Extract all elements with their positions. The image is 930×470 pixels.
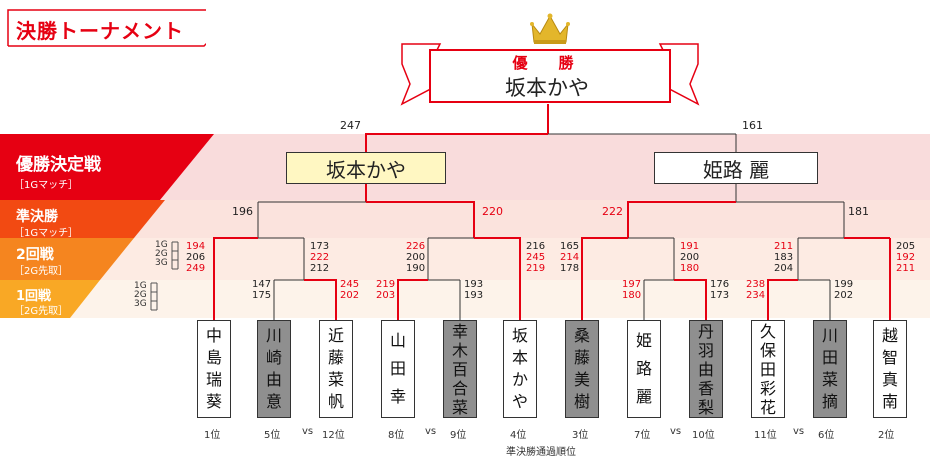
champion-name: 坂本かや <box>505 76 589 100</box>
round-label-first: 1回戦 <box>16 289 52 304</box>
player-rank: 12位 <box>322 430 345 441</box>
player-rank: 7位 <box>634 430 651 441</box>
player-box: 久保田彩花 <box>751 320 785 418</box>
final-right-name: 姫路 麗 <box>654 152 818 184</box>
vs-label: vs <box>425 426 437 437</box>
player-box: 桑藤美樹 <box>565 320 599 418</box>
footnote: 準決勝通過順位 <box>506 447 576 458</box>
round-label-final: 優勝決定戦 <box>16 155 101 175</box>
round-sub-second: ［2G先取］ <box>14 266 69 277</box>
player-box: 丹羽由香梨 <box>689 320 723 418</box>
semi1-right-score: 220 <box>482 205 503 218</box>
page-title: 決勝トーナメント <box>16 19 184 43</box>
player-box: 中島瑞葵 <box>197 320 231 418</box>
final-left-name: 坂本かや <box>286 152 446 184</box>
vs-label: vs <box>793 426 805 437</box>
player-rank: 6位 <box>818 430 835 441</box>
semi2-left-score: 222 <box>602 205 623 218</box>
round-sub-first: ［2G先取］ <box>14 306 69 317</box>
final-right-score: 161 <box>742 119 763 132</box>
player-rank: 8位 <box>388 430 405 441</box>
round-band-first <box>0 280 930 318</box>
round-label-second: 2回戦 <box>16 247 54 263</box>
round-sub-final: ［1Gマッチ］ <box>14 180 79 191</box>
player-box: 越智真南 <box>873 320 907 418</box>
title-frame <box>7 9 206 47</box>
vs-label: vs <box>302 426 314 437</box>
round-sub-semi: ［1Gマッチ］ <box>14 228 79 239</box>
player-rank: 5位 <box>264 430 281 441</box>
player-rank: 10位 <box>692 430 715 441</box>
player-box: 坂本かや <box>503 320 537 418</box>
player-box: 幸木百合菜 <box>443 320 477 418</box>
player-rank: 2位 <box>878 430 895 441</box>
crown-icon <box>530 13 570 44</box>
player-box: 川田菜摘 <box>813 320 847 418</box>
champion-frame <box>400 43 700 106</box>
semi2-right-score: 181 <box>848 205 869 218</box>
vs-label: vs <box>670 426 682 437</box>
player-rank: 3位 <box>572 430 589 441</box>
player-rank: 11位 <box>754 430 777 441</box>
semi1-left-score: 196 <box>232 205 253 218</box>
player-box: 川崎由意 <box>257 320 291 418</box>
player-box: 山田幸 <box>381 320 415 418</box>
player-box: 近藤菜帆 <box>319 320 353 418</box>
player-rank: 9位 <box>450 430 467 441</box>
champion-label: 優 勝 <box>512 54 582 72</box>
player-rank: 4位 <box>510 430 527 441</box>
round-band-second <box>0 238 930 280</box>
round-label-semi: 準決勝 <box>16 209 58 225</box>
player-box: 姫路麗 <box>627 320 661 418</box>
player-rank: 1位 <box>204 430 221 441</box>
final-left-score: 247 <box>340 119 361 132</box>
